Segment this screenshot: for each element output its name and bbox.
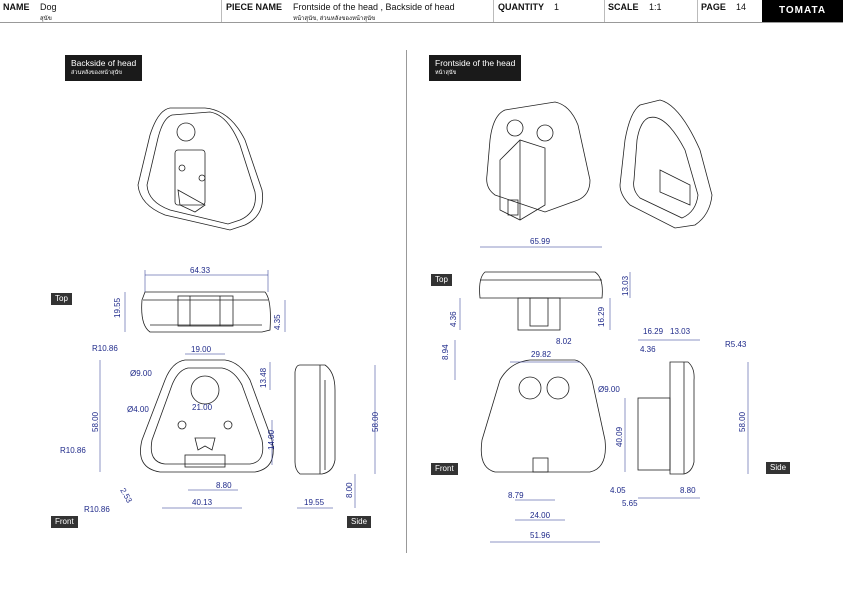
left-iso-view <box>137 107 264 231</box>
dim-right-4-36: 4.36 <box>449 311 458 327</box>
dim-left-side-8: 8.00 <box>345 482 354 498</box>
scale-cell: SCALE 1:1 <box>605 0 698 22</box>
dim-left-side-58: 58.00 <box>371 411 380 432</box>
right-iso-view-2 <box>619 99 713 229</box>
dim-right-side-5-65: 5.65 <box>622 499 638 508</box>
right-side-view <box>637 361 695 475</box>
dim-left-14-00: 14.00 <box>267 429 276 450</box>
dimension-lines <box>99 246 749 543</box>
dim-left-r10-86-c: R10.86 <box>84 505 110 514</box>
piece-value: Frontside of the head , Backside of head <box>293 2 455 12</box>
dim-right-side-13-03: 13.03 <box>670 327 691 336</box>
dim-left-d9: Ø9.00 <box>130 369 152 378</box>
quantity-value: 1 <box>554 2 560 12</box>
dim-right-side-4-05: 4.05 <box>610 486 626 495</box>
dim-left-21-00: 21.00 <box>192 403 213 412</box>
right-title: Frontside of the head <box>435 58 516 68</box>
dim-right-40-09: 40.09 <box>615 426 624 447</box>
dim-left-d4: Ø4.00 <box>127 405 149 414</box>
dim-left-2-53: 2.53 <box>118 487 134 505</box>
dim-right-side-58: 58.00 <box>738 411 747 432</box>
tomata-logo: TOMATA <box>762 0 843 22</box>
dim-right-16-29: 16.29 <box>597 306 606 327</box>
page-cell: PAGE 14 <box>698 0 762 22</box>
left-top-label: Top <box>51 293 72 305</box>
left-title-box: Backside of head ส่วนหลังของหน้าสุนัข <box>65 55 143 81</box>
dim-left-8-80: 8.80 <box>216 481 232 490</box>
dim-left-r10-86-b: R10.86 <box>60 446 86 455</box>
left-side-view <box>294 364 336 475</box>
page-value: 14 <box>736 2 747 12</box>
name-value: Dog <box>40 2 57 12</box>
left-top-view <box>141 291 271 333</box>
dim-right-51-96: 51.96 <box>530 531 551 540</box>
dim-right-side-r5-43: R5.43 <box>725 340 747 349</box>
left-front-label: Front <box>51 516 78 528</box>
dim-left-19-55: 19.55 <box>113 297 122 318</box>
title-block: NAME Dog สุนัข PIECE NAME Frontside of t… <box>0 0 843 23</box>
dim-left-58-00: 58.00 <box>91 411 100 432</box>
left-title: Backside of head <box>71 58 137 68</box>
dim-left-64-33: 64.33 <box>190 266 211 275</box>
dim-right-65-99: 65.99 <box>530 237 551 246</box>
right-iso-view-1 <box>486 101 591 221</box>
piece-sub: หน้าสุนัข, ส่วนหลังของหน้าสุนัข <box>293 16 376 22</box>
dim-right-29-82: 29.82 <box>531 350 552 359</box>
left-title-sub: ส่วนหลังของหน้าสุนัข <box>71 70 122 76</box>
dim-left-40-13: 40.13 <box>192 498 213 507</box>
quantity-label: QUANTITY <box>498 2 544 12</box>
sheet-divider <box>406 50 407 553</box>
left-front-view <box>140 359 274 473</box>
name-sub: สุนัข <box>40 16 52 22</box>
dim-left-13-48: 13.48 <box>259 367 268 388</box>
dim-right-24-00: 24.00 <box>530 511 551 520</box>
page-label: PAGE <box>701 2 726 12</box>
dim-left-r10-86-a: R10.86 <box>92 344 118 353</box>
name-label: NAME <box>3 2 30 12</box>
dim-right-side-4-36: 4.36 <box>640 345 656 354</box>
quantity-cell: QUANTITY 1 <box>494 0 605 22</box>
dim-right-8-94: 8.94 <box>441 344 450 360</box>
dim-right-8-02: 8.02 <box>556 337 572 346</box>
name-cell: NAME Dog สุนัข <box>0 0 222 22</box>
right-front-label: Front <box>431 463 458 475</box>
dim-right-d9: Ø9.00 <box>598 385 620 394</box>
left-side-label: Side <box>347 516 372 528</box>
dim-left-4-35: 4.35 <box>273 314 282 330</box>
dim-left-side-19-55: 19.55 <box>304 498 325 507</box>
right-front-view <box>480 359 606 473</box>
dim-right-13-03: 13.03 <box>621 275 630 296</box>
right-dimension-texts: 65.99 13.03 16.29 4.36 8.94 8.02 29.82 Ø… <box>441 237 747 540</box>
scale-value: 1:1 <box>649 2 662 12</box>
dim-right-side-16-29: 16.29 <box>643 327 664 336</box>
right-top-view <box>479 271 603 331</box>
scale-label: SCALE <box>608 2 639 12</box>
dim-right-8-79: 8.79 <box>508 491 524 500</box>
dim-left-19-00: 19.00 <box>191 345 212 354</box>
left-dimension-texts: 64.33 19.55 4.35 R10.86 19.00 Ø9.00 13.4… <box>60 266 380 514</box>
right-top-label: Top <box>431 274 452 286</box>
piece-label: PIECE NAME <box>226 2 283 12</box>
right-title-box: Frontside of the head หน้าสุนัข <box>429 55 522 81</box>
right-side-label: Side <box>766 462 791 474</box>
dim-right-side-8-80: 8.80 <box>680 486 696 495</box>
right-title-sub: หน้าสุนัข <box>435 70 457 76</box>
piece-cell: PIECE NAME Frontside of the head , Backs… <box>222 0 494 22</box>
